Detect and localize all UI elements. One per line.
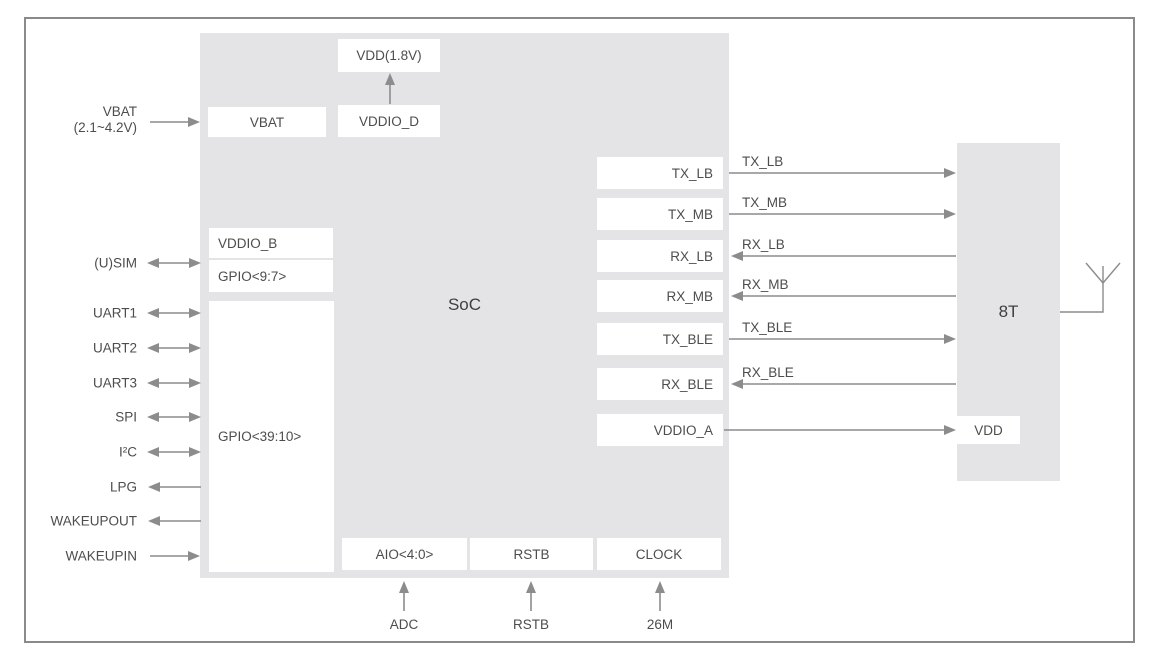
label-uart2: UART2 <box>92 340 137 356</box>
line-label-tx-mb: TX_MB <box>742 195 788 210</box>
arrow-rx-ble <box>731 379 956 389</box>
soc-port-vddio-d: VDDIO_D <box>338 105 440 137</box>
label-uart3: UART3 <box>92 375 137 391</box>
soc-port-rx-mb: RX_MB <box>597 280 723 312</box>
line-label-rx-mb: RX_MB <box>742 277 789 292</box>
arrow-i2c-bidir <box>147 447 201 457</box>
soc-port-tx-ble: TX_BLE <box>597 323 723 355</box>
soc-port-rx-lb: RX_LB <box>597 240 723 272</box>
arrow-usim-bidir <box>147 258 201 268</box>
diagram-frame <box>24 17 1135 643</box>
arrow-spi-bidir <box>147 412 201 422</box>
antenna-icon <box>1060 262 1121 313</box>
label-i2c: I²C <box>119 444 137 460</box>
label-adc: ADC <box>389 617 419 632</box>
label-wakeupin: WAKEUPIN <box>65 548 137 564</box>
arrow-tx-lb <box>729 168 956 178</box>
line-label-rx-ble: RX_BLE <box>742 365 794 380</box>
soc-port-tx-lb: TX_LB <box>597 157 723 189</box>
arrow-tx-ble <box>729 334 956 344</box>
arrow-wakeupin-in <box>150 551 200 561</box>
arrow-uart1-bidir <box>147 308 201 318</box>
soc-port-gpio-39-10: GPIO<39:10> <box>209 301 334 572</box>
soc-port-vdd-1v8: VDD(1.8V) <box>338 39 440 72</box>
label-vbat-range: (2.1~4.2V) <box>73 120 137 135</box>
arrow-rx-lb <box>731 251 956 261</box>
line-label-tx-lb: TX_LB <box>742 154 784 169</box>
arrow-uart2-bidir <box>147 343 201 353</box>
rf-port-vdd: VDD <box>957 416 1020 444</box>
arrow-tx-mb <box>729 209 956 219</box>
arrow-vddio-d-to-vdd <box>385 73 395 104</box>
line-label-tx-ble: TX_BLE <box>742 320 793 335</box>
soc-port-rx-ble: RX_BLE <box>597 368 723 400</box>
label-spi: SPI <box>115 409 137 425</box>
label-vbat-input: VBAT (2.1~4.2V) <box>0 104 137 136</box>
label-wakeupout: WAKEUPOUT <box>50 513 137 529</box>
soc-port-vddio-b: VDDIO_B <box>209 228 333 258</box>
arrow-vddio-a <box>724 425 956 435</box>
soc-port-tx-mb: TX_MB <box>597 198 723 230</box>
soc-port-vddio-a: VDDIO_A <box>597 414 723 446</box>
arrow-wakeupout-out <box>148 516 201 526</box>
label-26m: 26M <box>646 617 674 632</box>
soc-port-vbat: VBAT <box>208 107 326 137</box>
rf-block-label: 8T <box>998 302 1019 321</box>
soc-port-gpio-9-7: GPIO<9:7> <box>209 260 333 292</box>
arrow-lpg-out <box>148 482 201 492</box>
label-uart1: UART1 <box>92 305 137 321</box>
arrow-vbat-in <box>150 117 200 127</box>
arrow-26m-in <box>655 581 665 611</box>
arrow-rstb-in <box>526 581 536 611</box>
soc-port-clock: CLOCK <box>597 538 721 570</box>
soc-port-aio: AIO<4:0> <box>342 538 467 570</box>
soc-port-rstb: RSTB <box>470 538 593 570</box>
line-label-rx-lb: RX_LB <box>742 237 785 252</box>
label-vbat: VBAT <box>102 104 137 119</box>
arrow-rx-mb <box>731 291 956 301</box>
arrow-uart3-bidir <box>147 378 201 388</box>
soc-block-label: SoC <box>447 295 482 314</box>
label-rstb-pin: RSTB <box>512 617 550 632</box>
arrow-adc-in <box>399 581 409 611</box>
label-usim: (U)SIM <box>94 255 137 271</box>
label-lpg: LPG <box>109 479 137 495</box>
